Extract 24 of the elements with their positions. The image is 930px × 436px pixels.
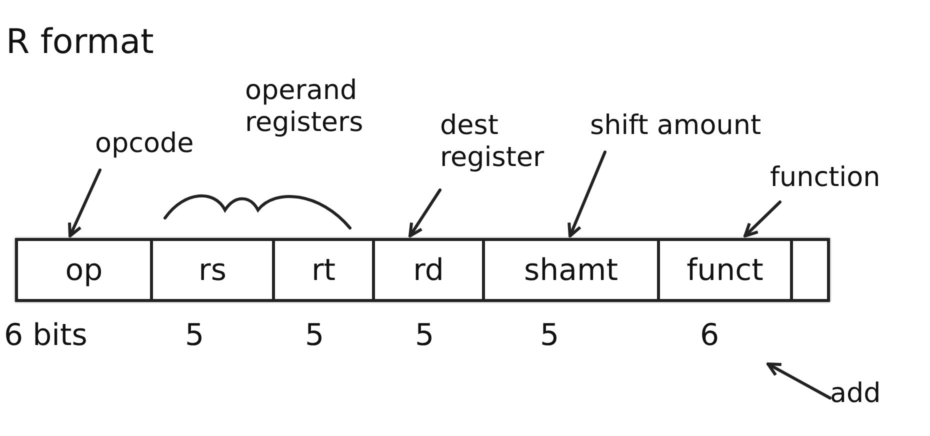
annotation-text: shift amount — [590, 110, 790, 142]
field-cell: op — [18, 241, 153, 299]
field-cell: rt — [275, 241, 375, 299]
diagram-title: R format — [6, 22, 154, 62]
annotation-text: add — [830, 378, 900, 410]
bit-width-label: 6 — [700, 318, 720, 353]
bit-width-label: 5 — [415, 318, 434, 353]
field-cell: rs — [153, 241, 275, 299]
bit-width-label: 5 — [305, 318, 324, 353]
annotation-text: opcode — [95, 128, 215, 160]
annotation-text: dest register — [440, 110, 570, 175]
field-cell: funct — [660, 241, 793, 299]
field-cell: shamt — [485, 241, 660, 299]
annotation-text: function — [770, 162, 910, 194]
arrow — [408, 188, 442, 238]
bit-width-label: 6 bits — [4, 318, 88, 353]
field-cell: rd — [375, 241, 485, 299]
bit-width-label: 5 — [185, 318, 204, 353]
arrow — [68, 168, 102, 238]
bit-width-label: 5 — [540, 318, 560, 353]
arrow — [744, 200, 782, 238]
arrow — [568, 150, 606, 238]
arrow — [766, 362, 832, 400]
annotation-text: operand registers — [245, 75, 425, 140]
